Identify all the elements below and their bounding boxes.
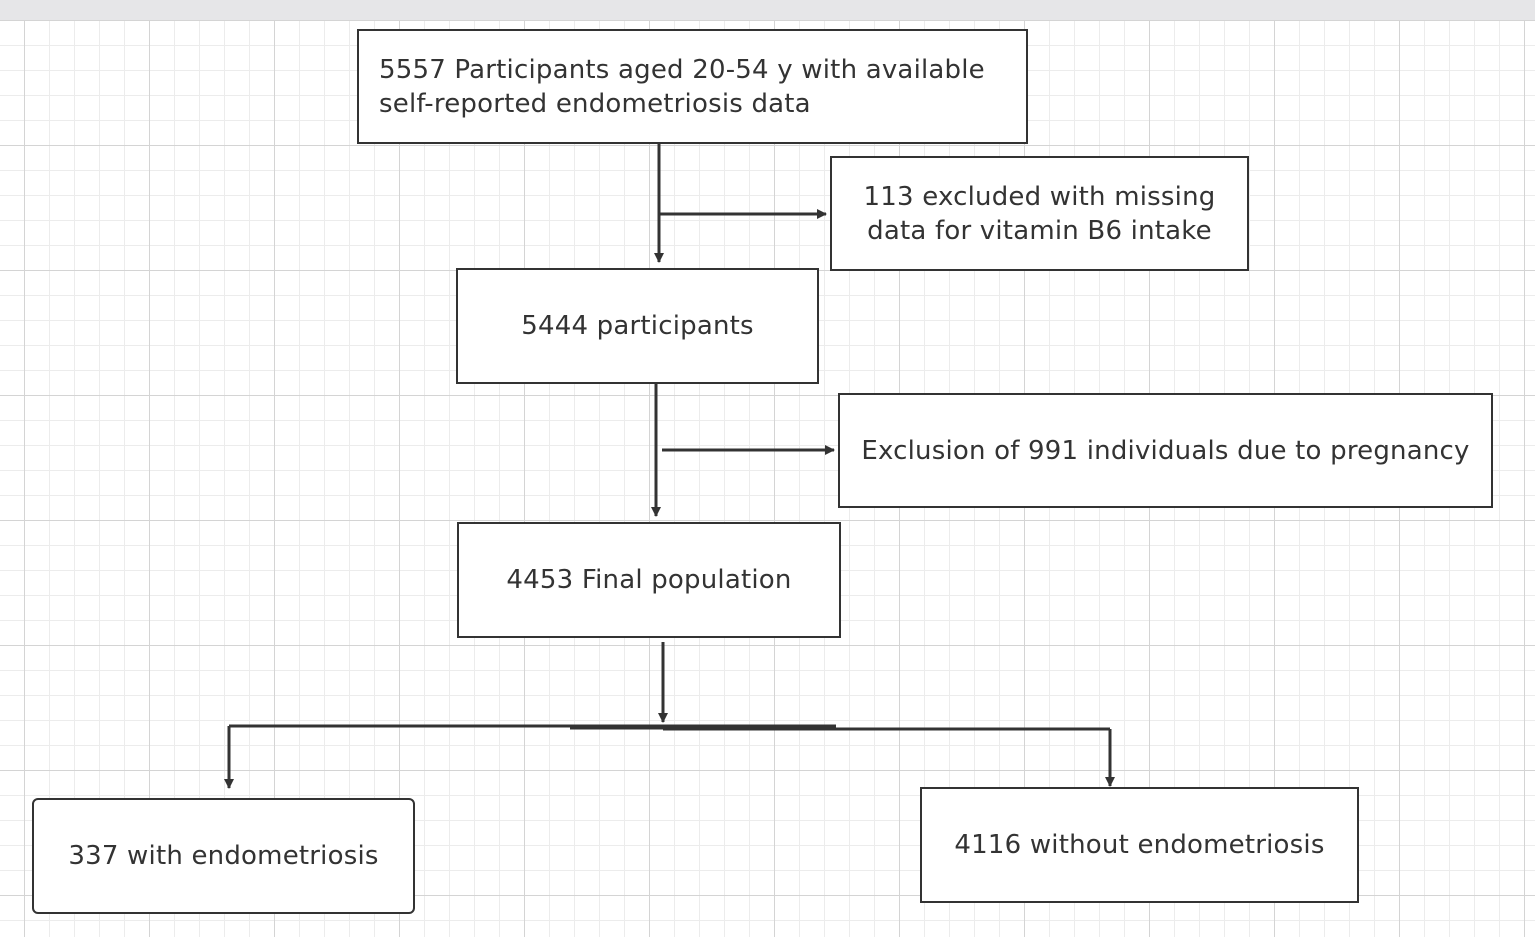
box-final-population-text: 4453 Final population <box>506 565 792 595</box>
box-initial-participants-text: 5557 Participants aged 20-54 y with avai… <box>379 54 985 119</box>
box-with-endometriosis-text: 337 with endometriosis <box>68 841 379 871</box>
box-exclusion-pregnancy: Exclusion of 991 individuals due to preg… <box>838 393 1493 508</box>
box-initial-participants: 5557 Participants aged 20-54 y with avai… <box>357 29 1028 144</box>
box-final-population: 4453 Final population <box>457 522 841 638</box>
box-without-endometriosis-text: 4116 without endometriosis <box>954 830 1325 860</box>
box-5444-participants-text: 5444 participants <box>521 311 754 341</box>
canvas-top-strip <box>0 0 1535 20</box>
box-exclusion-missing-b6: 113 excluded with missing data for vitam… <box>830 156 1249 271</box>
box-without-endometriosis: 4116 without endometriosis <box>920 787 1359 903</box>
box-exclusion-pregnancy-text: Exclusion of 991 individuals due to preg… <box>861 435 1470 466</box>
box-with-endometriosis: 337 with endometriosis <box>32 798 415 914</box>
box-exclusion-missing-b6-text: 113 excluded with missing data for vitam… <box>863 181 1216 246</box>
box-5444-participants: 5444 participants <box>456 268 819 384</box>
